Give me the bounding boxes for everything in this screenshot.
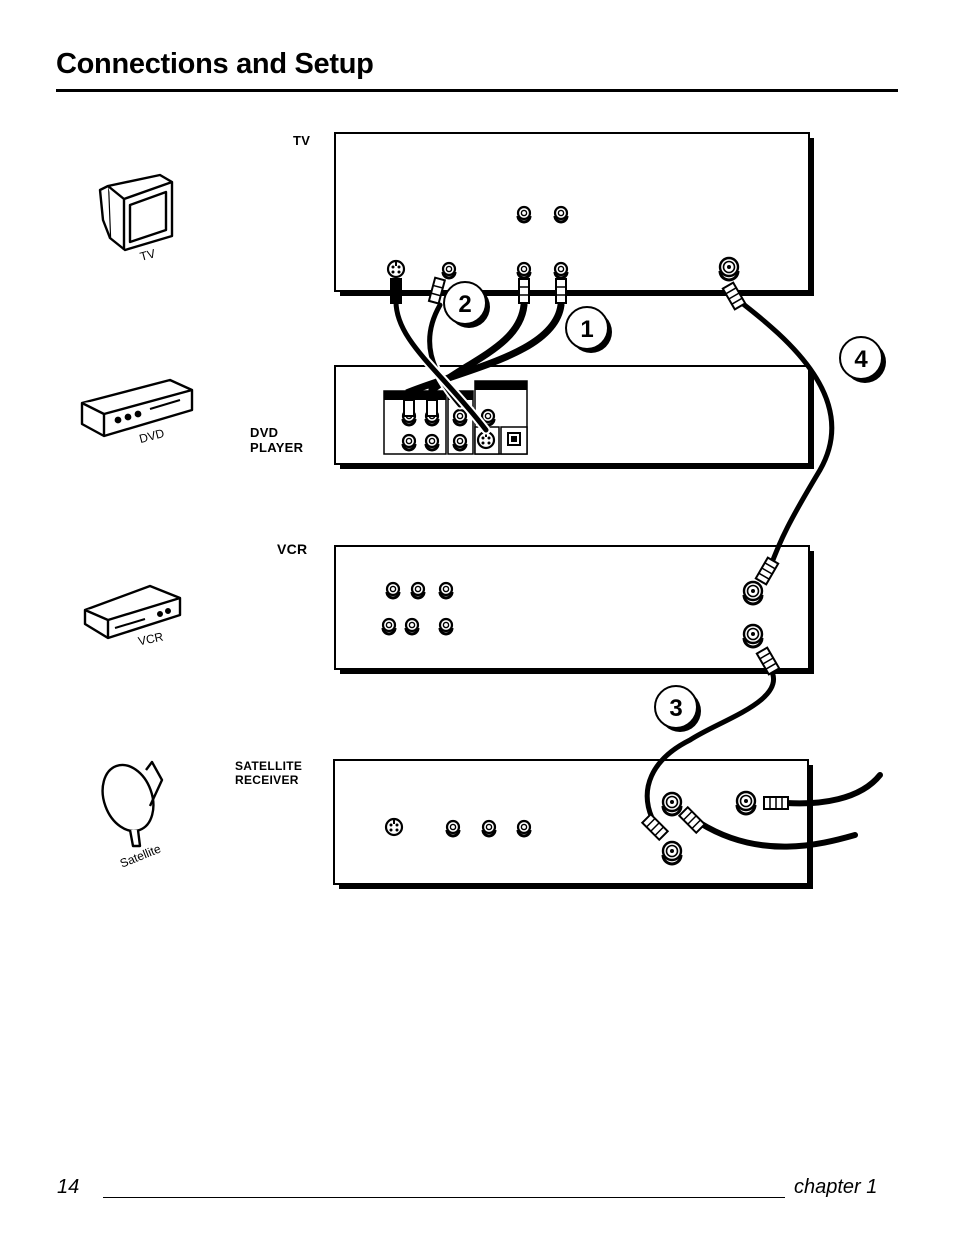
title-rule — [56, 89, 898, 92]
callout-4-number: 4 — [854, 346, 868, 373]
dvd-label: DVD PLAYER — [250, 425, 304, 455]
vcr-label: VCR — [277, 541, 308, 557]
callout-4: 4 — [839, 336, 886, 383]
callout-2: 2 — [443, 281, 490, 328]
cables — [391, 295, 883, 850]
satellite-dish-icon — [101, 760, 164, 848]
page-title: Connections and Setup — [56, 48, 374, 80]
chapter-label: chapter 1 — [794, 1176, 878, 1198]
callout-2-number: 2 — [458, 291, 471, 318]
page-number: 14 — [57, 1176, 80, 1198]
satellite-receiver-label: SATELLITE RECEIVER — [235, 759, 303, 787]
callout-3-number: 3 — [669, 695, 682, 722]
tv-back-panel — [334, 132, 814, 296]
footer-rule — [103, 1197, 785, 1198]
satellite-receiver-back-panel — [333, 759, 813, 889]
vcr-back-panel — [334, 545, 814, 674]
tv-device-icon — [98, 173, 174, 252]
tv-label: TV — [293, 133, 311, 148]
dvd-device-icon — [80, 378, 194, 438]
dvd-back-panel — [334, 365, 814, 469]
callout-1-number: 1 — [580, 316, 593, 343]
callout-3: 3 — [654, 685, 701, 732]
callout-1: 1 — [565, 306, 612, 353]
vcr-device-icon — [83, 584, 182, 640]
cable-plugs — [390, 276, 789, 841]
